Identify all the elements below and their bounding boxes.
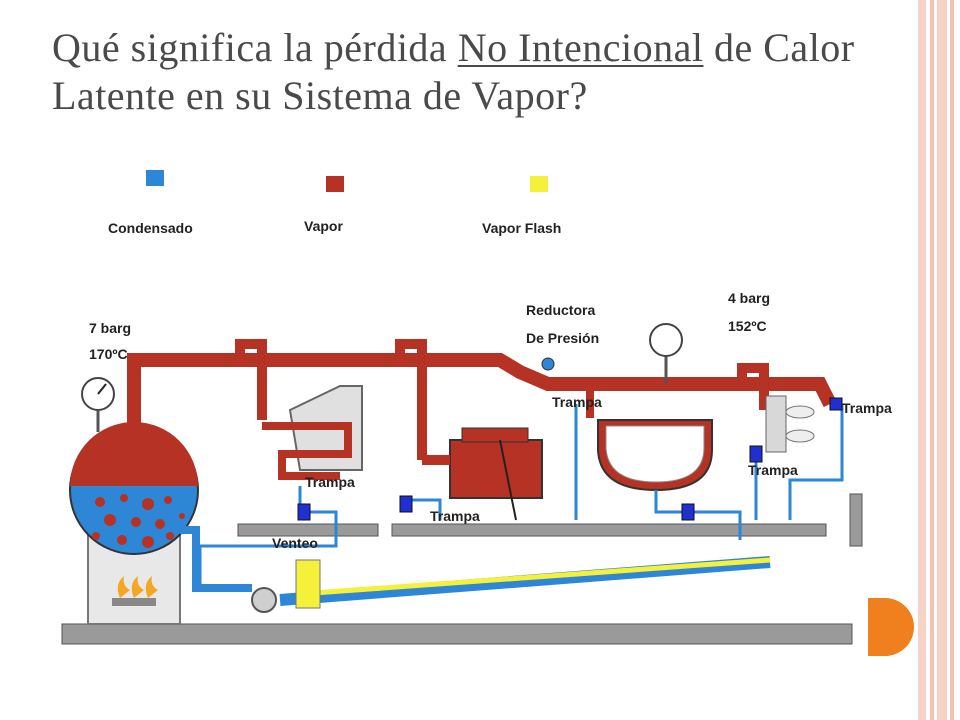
- decor-stripe-3: [937, 0, 947, 720]
- platform-beam-left: [237, 523, 379, 537]
- flame-1: [117, 576, 130, 598]
- vent-label: Venteo: [272, 535, 318, 551]
- trap-5: [829, 397, 843, 411]
- title-part-3: de Calor Latente en su Sistema de Vapor?: [52, 25, 855, 118]
- title-part-1: Qué significa la pérdida: [52, 25, 458, 70]
- decor-orange-shape: [868, 598, 914, 656]
- trap-label: Trampa: [305, 474, 355, 490]
- low-side-pressure-label: 4 barg: [728, 290, 771, 306]
- air-heater-coil: [262, 422, 352, 480]
- unit-heater: [765, 395, 787, 453]
- trap-3: [681, 503, 695, 521]
- steam-loop-2: [395, 339, 427, 460]
- trap-label: Trampa: [842, 400, 892, 416]
- vent-tank: [295, 559, 321, 609]
- fan-blade-top: [785, 405, 815, 419]
- vessel-gauge: [649, 323, 683, 357]
- steam-loop-3: [737, 363, 769, 410]
- platform-beam-right: [391, 523, 827, 537]
- pressure-reducer-valve: [541, 357, 555, 371]
- trap-label: Trampa: [430, 508, 480, 524]
- feed-pump: [251, 587, 277, 613]
- burner: [112, 598, 156, 606]
- legend-label-condensate: Condensado: [108, 220, 193, 236]
- boiler-steam-space: [70, 422, 198, 486]
- legend-swatch-condensate: [146, 170, 164, 186]
- condensate-line-6: [788, 404, 844, 520]
- reducer-label-line-1: Reductora: [526, 302, 596, 318]
- tank-rod: [499, 439, 517, 521]
- platform-end-post: [849, 493, 863, 547]
- reducer-label-line-2: De Presión: [526, 330, 600, 346]
- legend-swatch-flash: [530, 176, 548, 192]
- trap-label: Trampa: [748, 462, 798, 478]
- condensate-line-2: [410, 498, 442, 520]
- page-title: Qué significa la pérdida No Intencional …: [52, 24, 892, 120]
- decor-stripe-4: [950, 0, 954, 720]
- low-side-temperature-label: 152ºC: [728, 318, 767, 334]
- steam-loop-1: [235, 339, 267, 420]
- boiler-temperature-label: 170ºC: [89, 346, 128, 362]
- main-steam-pipe: [127, 353, 837, 428]
- legend-swatch-steam: [326, 176, 344, 192]
- flash-vapor-line: [299, 557, 771, 597]
- boiler-bubbles: [92, 494, 185, 548]
- trap-label: Trampa: [552, 394, 602, 410]
- boiler-pressure-label: 7 barg: [89, 320, 132, 336]
- ground-slab: [61, 623, 853, 645]
- trap-4: [749, 445, 763, 463]
- trap-2: [399, 495, 413, 513]
- legend-label-steam: Vapor: [304, 218, 343, 234]
- legend-label-flash: Vapor Flash: [482, 220, 562, 236]
- vessel-content: [605, 425, 705, 483]
- tank-heater: [449, 439, 543, 499]
- boiler-gauge-needle: [97, 383, 107, 395]
- fan-blade-bottom: [785, 429, 815, 443]
- flame-3: [145, 576, 158, 598]
- tank-cap: [461, 427, 529, 443]
- flame-2: [131, 576, 144, 598]
- title-part-2-underlined: No Intencional: [457, 25, 704, 70]
- steam-branch-vessel: [578, 380, 594, 418]
- decor-stripe-1: [918, 0, 926, 720]
- boiler-feed-line: [180, 526, 252, 592]
- trap-1: [297, 503, 311, 521]
- decor-stripe-2: [930, 0, 934, 720]
